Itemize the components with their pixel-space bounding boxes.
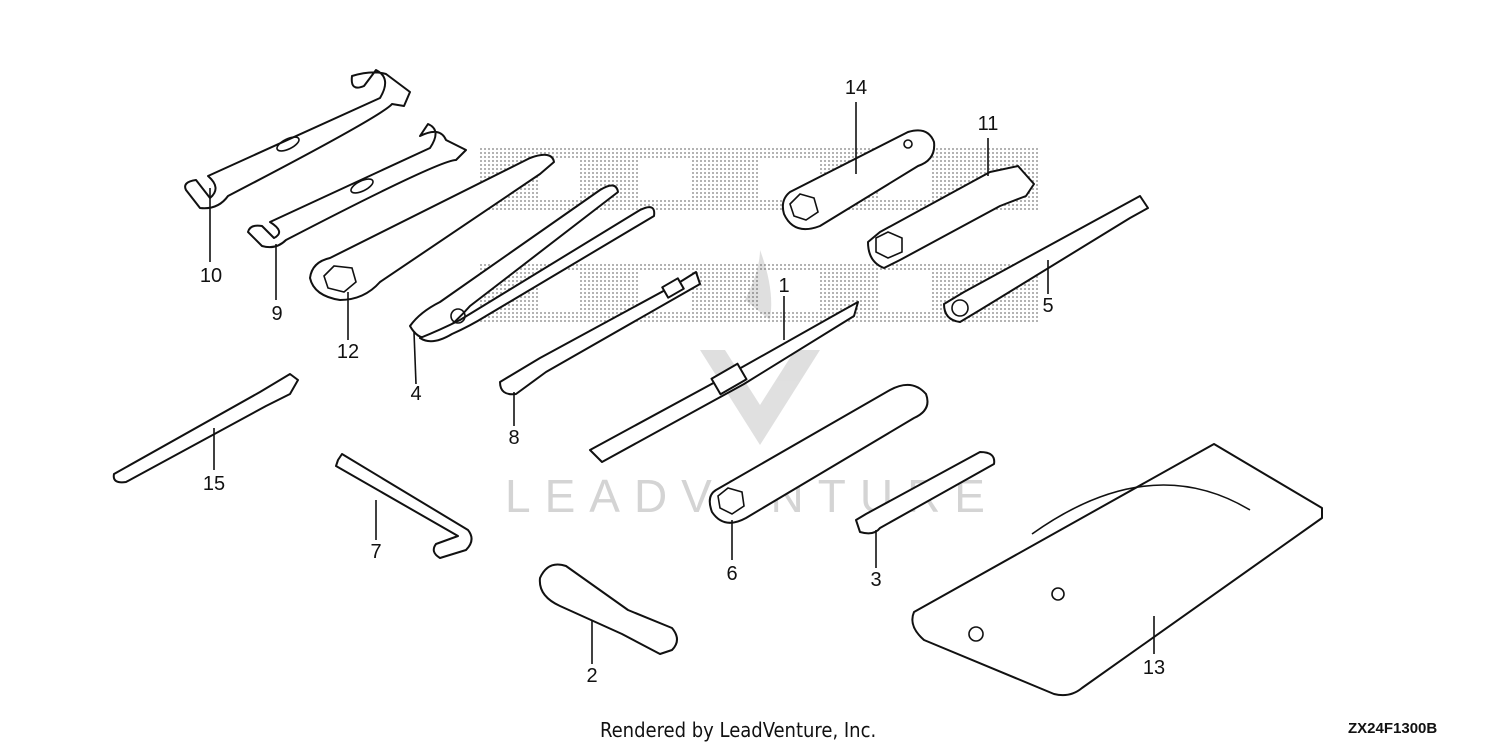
pliers-4-drawing <box>409 184 656 343</box>
callout-12[interactable]: 12 <box>336 341 360 363</box>
spanner-12-drawing <box>309 153 555 301</box>
callout-10[interactable]: 10 <box>199 265 223 287</box>
callout-3[interactable]: 3 <box>870 569 882 591</box>
callout-8[interactable]: 8 <box>508 427 520 449</box>
small-wrench-3-drawing <box>855 451 996 535</box>
extension-bar-5-drawing <box>943 195 1149 323</box>
tool-bag-13-drawing <box>911 443 1323 697</box>
hex-key-7-drawing <box>335 453 473 559</box>
diagram-code: ZX24F1300B <box>1348 720 1438 737</box>
callout-14[interactable]: 14 <box>844 77 868 99</box>
screwdriver-15-drawing <box>112 373 299 484</box>
callout-15[interactable]: 15 <box>202 473 226 495</box>
callout-2[interactable]: 2 <box>586 665 598 687</box>
screwdriver-1-drawing <box>589 301 859 463</box>
callout-5[interactable]: 5 <box>1042 295 1054 317</box>
leader-lines <box>209 102 1155 664</box>
callout-9[interactable]: 9 <box>271 303 283 325</box>
wrench-10-drawing <box>184 69 411 210</box>
callout-6[interactable]: 6 <box>726 563 738 585</box>
socket-wrench-11-drawing <box>867 165 1035 269</box>
plug-wrench-14-drawing <box>781 129 936 230</box>
wrench-9-drawing <box>247 123 467 249</box>
callout-4[interactable]: 4 <box>410 383 422 405</box>
rendered-by-credit: Rendered by LeadVenture, Inc. <box>600 718 877 742</box>
box-wrench-6-drawing <box>708 383 929 524</box>
callout-1[interactable]: 1 <box>778 275 790 297</box>
callout-7[interactable]: 7 <box>370 541 382 563</box>
callout-11[interactable]: 11 <box>977 113 999 135</box>
socket-handle-2-drawing <box>538 563 678 655</box>
callout-13[interactable]: 13 <box>1142 657 1166 679</box>
